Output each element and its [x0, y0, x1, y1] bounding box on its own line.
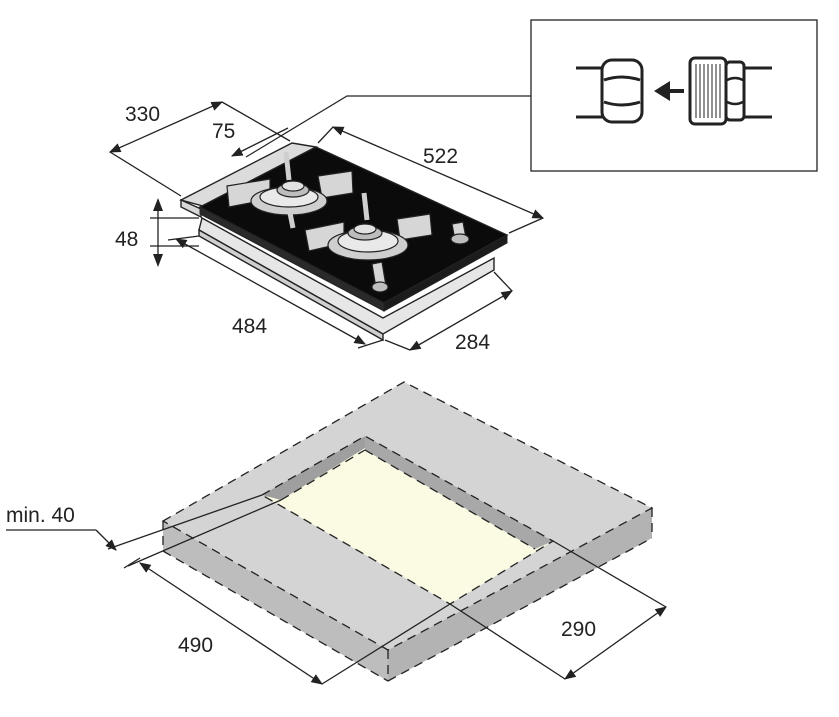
gas-connector-icon: [576, 58, 644, 124]
ext-line-284-b: [493, 271, 513, 292]
ext-line-484-b: [357, 339, 384, 349]
cutout-inner-wall-left: [262, 436, 365, 500]
dim-line-522: [331, 126, 545, 219]
burner-back: [226, 151, 354, 229]
ext-line-522-a: [317, 126, 334, 144]
ext-line-490: [321, 603, 451, 685]
control-knob-front: [371, 261, 389, 293]
label-284: 284: [455, 331, 490, 354]
ext-line-330-a: [109, 151, 182, 197]
gas-hose-fitting-icon: [688, 56, 772, 126]
countertop-side-face: [388, 508, 652, 681]
ext-line-min-40-a: [107, 494, 263, 550]
label-490: 490: [178, 634, 213, 657]
gas-connection-inset: [245, 19, 818, 172]
dim-line-75: [230, 127, 289, 157]
control-knob-side: [450, 221, 470, 245]
dim-arrow-min-40-a: [95, 529, 117, 551]
inset-leader-line: [245, 95, 531, 158]
arrow-left-icon: [654, 81, 684, 101]
label-330: 330: [125, 103, 160, 126]
ext-line-284-a: [384, 339, 411, 351]
countertop-cutout: [262, 436, 553, 604]
ext-line-484-a: [167, 235, 200, 241]
ext-line-min-40-b: [127, 499, 282, 567]
dim-line-290: [564, 606, 667, 680]
dim-line-330: [108, 101, 224, 153]
ext-line-290-a: [449, 603, 566, 680]
ext-line-522-b: [508, 217, 544, 234]
dim-line-490: [139, 562, 323, 685]
gas-hob: [179, 142, 509, 342]
countertop-dimensions: min. 40 490 290: [6, 494, 667, 685]
dim-line-484: [174, 238, 367, 345]
label-290: 290: [561, 618, 596, 641]
label-522: 522: [423, 145, 458, 168]
hob-steel-edge: [180, 198, 202, 219]
dim-tick-min-40: [123, 557, 141, 569]
hob-dimensions: 330 75 522 48 484 284: [108, 101, 545, 354]
label-min-40: min. 40: [6, 504, 75, 527]
label-48: 48: [115, 228, 138, 251]
dim-line-284: [408, 290, 514, 351]
inset-frame: [530, 19, 818, 172]
label-75: 75: [212, 120, 235, 143]
label-484: 484: [232, 315, 267, 338]
cutout-inner-wall-back: [365, 436, 553, 549]
ext-line-330-b: [221, 101, 291, 142]
ext-line-290-b: [552, 540, 667, 608]
